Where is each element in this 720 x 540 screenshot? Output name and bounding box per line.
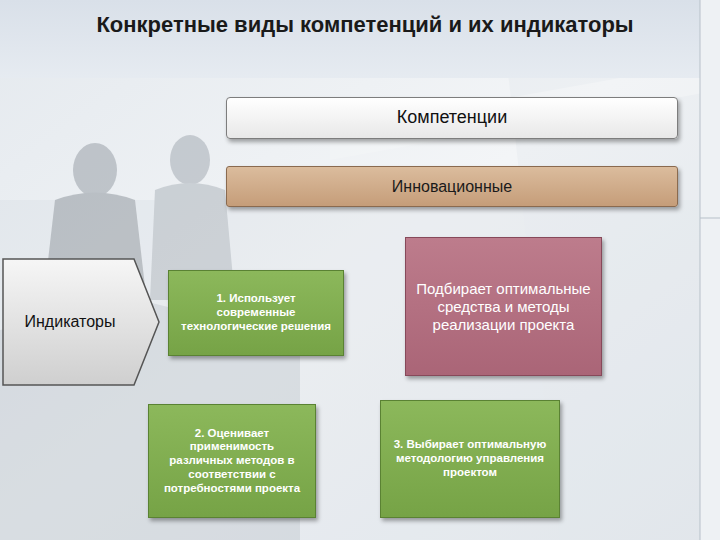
node-text: 1. Использует современные технологически… bbox=[179, 292, 333, 333]
category-box: Инновационные bbox=[226, 166, 678, 207]
indicator-chevron: Индикаторы bbox=[2, 258, 160, 386]
indicator-box: 3. Выбирает оптимальную методологию упра… bbox=[380, 400, 560, 518]
competence-box: Подбирает оптимальные средства и методы … bbox=[405, 237, 602, 376]
node-text: Подбирает оптимальные средства и методы … bbox=[416, 280, 591, 334]
node-text: 2. Оценивает применимость различных мето… bbox=[159, 427, 305, 496]
indicator-box: 2. Оценивает применимость различных мето… bbox=[148, 404, 316, 518]
slide-title: Конкретные виды компетенций и их индикат… bbox=[70, 10, 660, 40]
node-text: Инновационные bbox=[392, 177, 512, 196]
header-box: Компетенции bbox=[226, 97, 678, 139]
node-text: 3. Выбирает оптимальную методологию упра… bbox=[391, 438, 549, 479]
node-text: Компетенции bbox=[397, 107, 507, 129]
indicator-box: 1. Использует современные технологически… bbox=[168, 270, 344, 356]
node-text: Индикаторы bbox=[25, 312, 116, 331]
